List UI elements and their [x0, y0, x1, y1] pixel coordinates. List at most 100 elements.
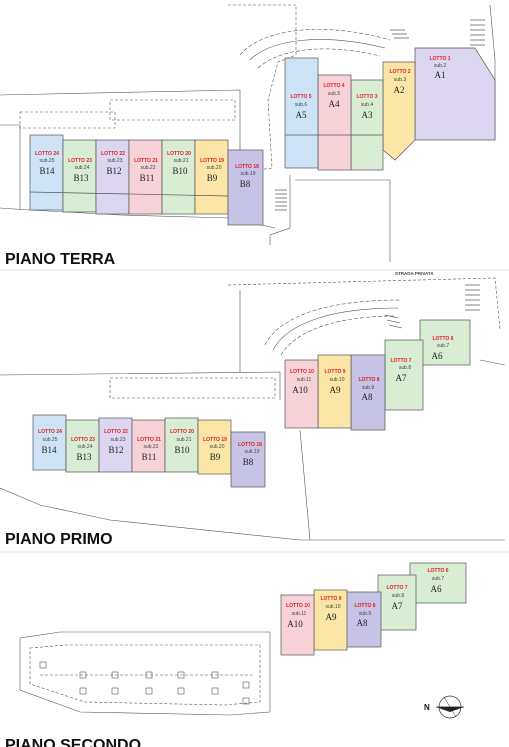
primo-b12-lot: LOTTO 22: [104, 429, 128, 435]
terra-b10-code: B10: [172, 166, 188, 176]
terra-a5-lot: LOTTO 5: [290, 94, 311, 100]
lot-a6-shape: [419, 319, 471, 366]
secondo-a7-code: A7: [392, 601, 403, 611]
terra-a3-sub: sub.4: [361, 102, 373, 108]
terra-b9-sub: sub.20: [206, 165, 221, 171]
terra-b12-sub: sub.23: [107, 158, 122, 164]
lot-b13-shape: [65, 419, 100, 473]
plan-secondo: [19, 631, 271, 716]
terra-a3-code: A3: [362, 110, 373, 120]
primo-a-labels: LOTTO 6 sub.7 A6 LOTTO 7 sub.8 A7 LOTTO …: [290, 336, 454, 402]
primo-a7-lot: LOTTO 7: [390, 358, 411, 364]
boundary-line: [227, 277, 501, 331]
secondo-a8-sub: sub.9: [359, 611, 371, 617]
lot-b14-shape: [29, 134, 64, 211]
terra-b12-lot: LOTTO 22: [101, 151, 125, 157]
primo-b14-lot: LOTTO 24: [38, 429, 62, 435]
garden-rect: [19, 111, 116, 129]
primo-a7-sub: sub.8: [399, 365, 411, 371]
lot-b8-shape: [230, 431, 266, 488]
secondo-a6-lot: LOTTO 6: [427, 568, 448, 574]
boundary-line: [0, 89, 241, 170]
roof-outline: [29, 644, 261, 706]
terra-b13-lot: LOTTO 23: [68, 158, 92, 164]
title-piano-terra: PIANO TERRA: [5, 251, 116, 268]
primo-b10-lot: LOTTO 20: [170, 429, 194, 435]
road-curve: [272, 307, 399, 351]
terra-b8-sub: sub.19: [240, 171, 255, 177]
primo-a6-code: A6: [432, 351, 443, 361]
stairs: [275, 19, 485, 211]
terra-a2-lot: LOTTO 2: [389, 69, 410, 75]
lot-a10-shape: [280, 594, 315, 656]
lot-a6-shape: [409, 562, 467, 604]
secondo-a9-lot: LOTTO 9: [320, 596, 341, 602]
terra-a1-lot: LOTTO 1: [429, 56, 450, 62]
secondo-a-lots: [280, 562, 467, 656]
secondo-a7-sub: sub.8: [392, 593, 404, 599]
plan-terra: [0, 4, 496, 262]
primo-b11-sub: sub.22: [143, 444, 158, 450]
boundary-line: [299, 429, 311, 541]
primo-b8-lot: LOTTO 18: [238, 442, 262, 448]
secondo-a6-code: A6: [431, 584, 442, 594]
roof-outline: [19, 631, 271, 716]
north-arrow-icon: N: [424, 695, 464, 719]
road-curve: [249, 39, 386, 61]
terra-b11-code: B11: [140, 173, 155, 183]
secondo-a10-sub: sub.11: [292, 611, 307, 617]
terra-b8-code: B8: [240, 179, 251, 189]
secondo-a8-code: A8: [357, 618, 368, 628]
terra-b14-code: B14: [39, 166, 55, 176]
primo-a9-sub: sub.10: [329, 377, 344, 383]
terra-a1-sub: sub.2: [434, 63, 446, 69]
terra-b8-lot: LOTTO 18: [235, 164, 259, 170]
terra-a-labels: LOTTO 1 sub.2 A1 LOTTO 2 sub.3 A2 LOTTO …: [290, 56, 450, 120]
primo-a9-lot: LOTTO 9: [324, 369, 345, 375]
lot-b9-shape: [197, 419, 232, 475]
secondo-a8-lot: LOTTO 8: [354, 603, 375, 609]
primo-b12-code: B12: [108, 445, 123, 455]
primo-a10-sub: sub.11: [297, 377, 312, 383]
terra-a4-code: A4: [329, 99, 340, 109]
lot-b10-shape: [164, 417, 199, 473]
lot-b12-shape: [98, 417, 133, 473]
primo-a8-lot: LOTTO 8: [358, 377, 379, 383]
secondo-a-labels: LOTTO 6 sub.7 A6 LOTTO 7 sub.8 A7 LOTTO …: [286, 568, 449, 629]
terra-a5-code: A5: [296, 110, 307, 120]
primo-a10-code: A10: [292, 385, 308, 395]
terra-a2-code: A2: [394, 85, 405, 95]
lot-b8-shape: [227, 149, 264, 226]
primo-a8-sub: sub.9: [362, 385, 374, 391]
primo-b11-code: B11: [142, 452, 157, 462]
garden-rect: [109, 99, 236, 121]
terra-b14-lot: LOTTO 24: [35, 151, 59, 157]
terra-b10-sub: sub.21: [173, 158, 188, 164]
boundary-line: [0, 124, 21, 210]
lot-a7-shape: [384, 339, 424, 411]
lot-a9-shape: [317, 354, 352, 429]
terra-a4-sub: sub.5: [328, 91, 340, 97]
lot-b11-shape: [128, 139, 163, 215]
terra-b-lots: [29, 134, 264, 226]
lot-a5-shape: [284, 57, 319, 169]
boundary-line: [269, 175, 291, 245]
road-curve: [264, 299, 401, 346]
lot-a1-shape: [414, 47, 496, 141]
terra-b10-lot: LOTTO 20: [167, 151, 191, 157]
primo-a8-code: A8: [362, 392, 373, 402]
primo-a10-lot: LOTTO 10: [290, 369, 314, 375]
lot-a9-shape: [313, 589, 348, 651]
terra-b9-code: B9: [207, 173, 218, 183]
secondo-a6-sub: sub.7: [432, 576, 444, 582]
primo-b9-sub: sub.20: [209, 444, 224, 450]
road-label: STRADA PRIVATA: [395, 271, 434, 276]
boundary-line: [0, 371, 281, 400]
lot-a8-shape: [350, 354, 386, 431]
terra-b13-code: B13: [73, 173, 89, 183]
terra-a4-lot: LOTTO 4: [323, 83, 344, 89]
primo-a6-lot: LOTTO 6: [432, 336, 453, 342]
lot-b9-shape: [194, 139, 229, 215]
terra-b14-sub: sub.25: [39, 158, 54, 164]
lot-a3-shape: [350, 79, 384, 171]
